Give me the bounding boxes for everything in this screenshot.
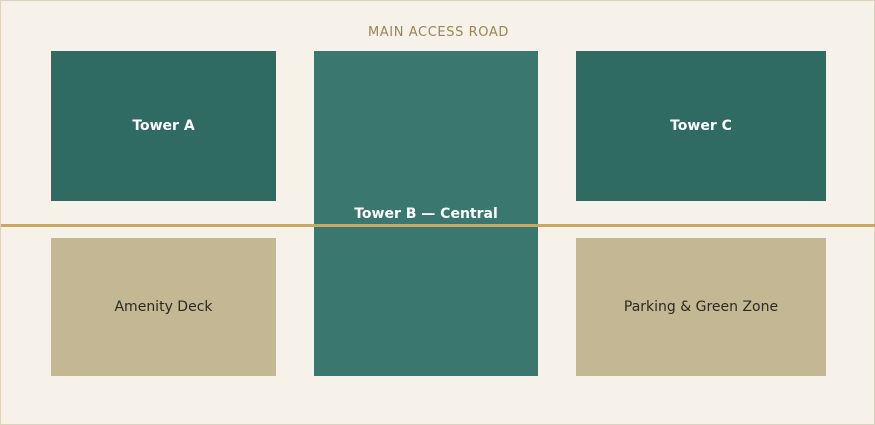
- tower-c-block[interactable]: Tower C: [576, 51, 826, 201]
- tower-c-label: Tower C: [670, 118, 732, 134]
- amenity-deck-block[interactable]: Amenity Deck: [51, 238, 276, 376]
- tower-a-block[interactable]: Tower A: [51, 51, 276, 201]
- parking-green-zone-block[interactable]: Parking & Green Zone: [576, 238, 826, 376]
- central-axis-line: [1, 224, 875, 227]
- tower-b-central-block[interactable]: Tower B — Central: [314, 51, 538, 376]
- amenity-deck-label: Amenity Deck: [114, 299, 213, 315]
- main-access-road-label: MAIN ACCESS ROAD: [367, 25, 509, 40]
- tower-a-label: Tower A: [132, 118, 195, 134]
- tower-b-label: Tower B — Central: [354, 205, 498, 222]
- parking-green-zone-label: Parking & Green Zone: [623, 299, 779, 315]
